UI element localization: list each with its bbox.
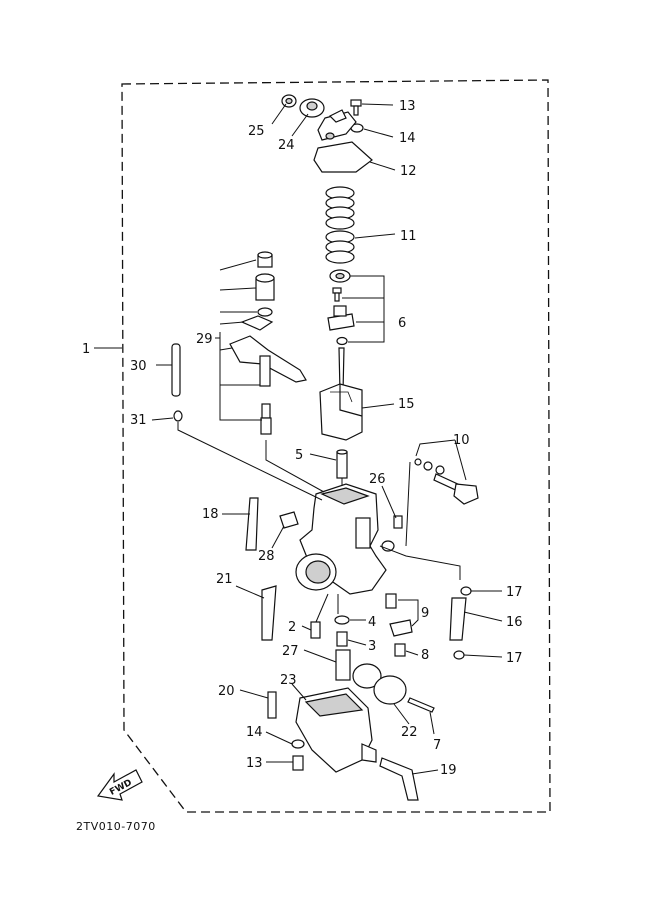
callout-9: 9	[421, 606, 429, 621]
callout-labels: 1 2 3 4 5 6 7 8 9 10 11 12 13 13 14 14 1…	[82, 99, 523, 778]
part-5-screw	[336, 449, 348, 479]
part-30-pipe	[171, 343, 181, 397]
part-10-pilot-screw	[414, 458, 479, 505]
callout-19: 19	[440, 763, 457, 778]
callout-1: 1	[82, 342, 90, 357]
part-9-float-arm	[385, 593, 413, 637]
part-3-jet	[336, 631, 348, 647]
part-11-spring	[325, 186, 355, 264]
part-26-screw	[393, 515, 403, 529]
callout-26: 26	[369, 472, 386, 487]
callout-15: 15	[398, 397, 415, 412]
part-17-clip-lower	[453, 650, 465, 660]
part-6-needle-set	[327, 269, 355, 346]
part-20-screw	[267, 691, 277, 719]
callout-20: 20	[218, 684, 235, 699]
callout-21: 21	[216, 572, 233, 587]
part-top-cover	[317, 109, 357, 141]
part-4-washer	[334, 615, 350, 625]
part-24-cap	[299, 98, 325, 118]
part-12-gasket	[313, 141, 373, 173]
callout-10: 10	[453, 433, 470, 448]
callout-2: 2	[288, 620, 296, 635]
part-7-pin	[407, 697, 435, 713]
callout-22: 22	[401, 725, 418, 740]
callout-3: 3	[368, 639, 376, 654]
part-13-screw-lower	[292, 755, 304, 771]
part-25-washer	[281, 94, 297, 108]
leader-lines	[94, 103, 503, 775]
callout-16: 16	[506, 615, 523, 630]
callout-28: 28	[258, 549, 275, 564]
part-29-stack	[229, 251, 307, 435]
part-27-tube	[335, 649, 351, 681]
callout-27: 27	[282, 644, 299, 659]
callout-23: 23	[280, 673, 297, 688]
callout-4: 4	[368, 615, 376, 630]
part-18-hose	[245, 497, 259, 551]
part-23-float-chamber	[295, 687, 377, 773]
callout-12: 12	[400, 164, 417, 179]
reference-code: 2TV010-7070	[76, 820, 156, 833]
part-28-fitting	[279, 511, 299, 529]
part-22-float	[352, 663, 407, 705]
callout-11: 11	[400, 229, 417, 244]
callout-5: 5	[295, 448, 303, 463]
part-13-screw	[350, 99, 362, 116]
callout-30: 30	[130, 359, 147, 374]
part-2-jet	[310, 621, 321, 639]
part-19-hose	[379, 757, 419, 801]
part-14-washer-lower	[291, 739, 305, 749]
part-8-screw	[394, 643, 406, 657]
callout-13-top: 13	[399, 99, 416, 114]
callout-8: 8	[421, 648, 429, 663]
callout-13-bottom: 13	[246, 756, 263, 771]
callout-29: 29	[196, 332, 213, 347]
fwd-arrow-icon: FWD	[96, 769, 143, 801]
part-15-throttle-valve	[319, 383, 363, 441]
part-carburetor-body	[295, 483, 395, 595]
part-21-hose	[261, 585, 277, 641]
callout-18: 18	[202, 507, 219, 522]
part-16-hose	[449, 597, 467, 641]
callout-6: 6	[398, 316, 406, 331]
callout-24: 24	[278, 138, 295, 153]
callout-17-upper: 17	[506, 585, 523, 600]
part-31-clip	[173, 410, 183, 422]
callout-14-bottom: 14	[246, 725, 263, 740]
callout-7: 7	[433, 738, 441, 753]
callout-25: 25	[248, 124, 265, 139]
callout-17-lower: 17	[506, 651, 523, 666]
callout-14-top: 14	[399, 131, 416, 146]
assembly-boundary	[121, 79, 551, 813]
callout-31: 31	[130, 413, 147, 428]
part-17-clip-upper	[460, 586, 472, 596]
